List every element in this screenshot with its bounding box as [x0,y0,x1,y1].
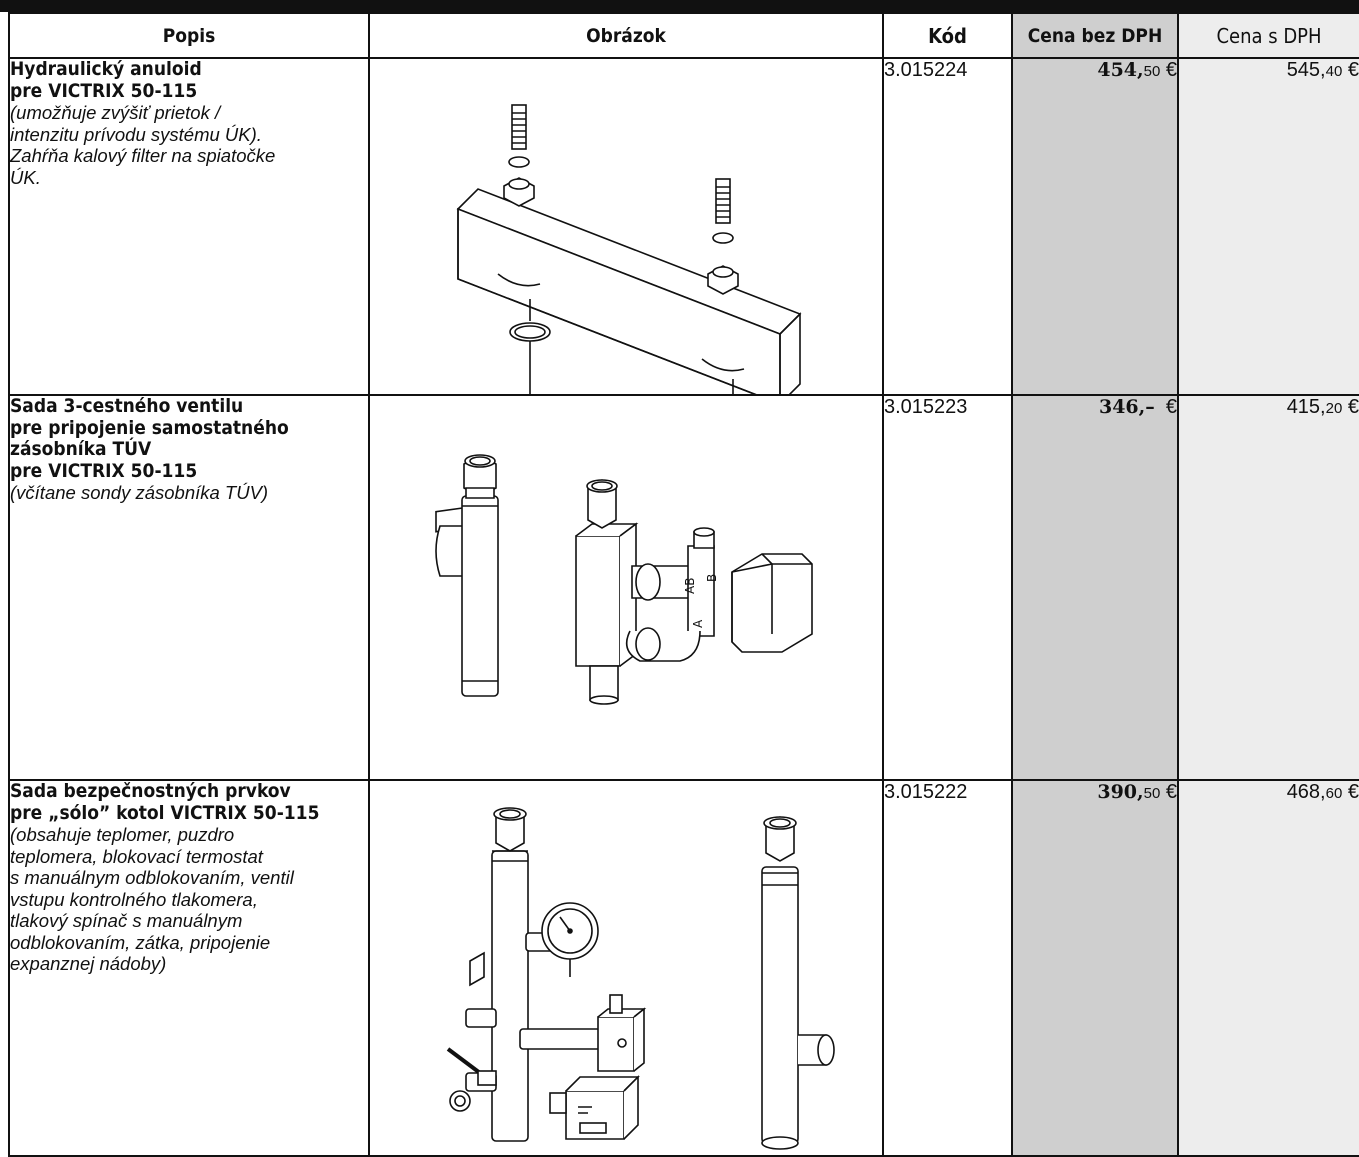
product-note-line: vstupu kontrolného tlakomera, [10,888,258,910]
product-note-line: teplomera, blokovací termostat [10,845,263,867]
price-net: 346,– € [1011,394,1179,781]
product-note-line: odblokovaním, zátka, pripojenie [10,931,271,953]
svg-text:AB: AB [683,578,697,594]
price-gross: 415,20 € [1177,394,1359,781]
header-row: Popis Obrázok Kód Cena bez DPH Cena s DP… [8,12,1359,59]
svg-text:A: A [691,619,705,628]
product-name-line: pre „sólo” kotol VICTRIX 50-115 [10,801,320,824]
hex-fitting [503,177,535,207]
pressure-gauge [541,902,599,977]
product-name-line: Sada 3-cestného ventilu [10,395,244,417]
product-name-line: zásobníka TÚV [10,438,152,460]
description-cell: Sada 3-cestného ventilu pre pripojenie s… [8,394,370,781]
table-row: Hydraulický anuloid pre VICTRIX 50-115 (… [8,57,1359,396]
separator-body [456,188,802,394]
product-note-line: (včítane sondy zásobníka TÚV) [10,482,269,503]
pipe-tee [435,454,499,697]
valve-actuator [731,553,813,653]
threaded-nipple-left [508,104,530,168]
three-way-valve: AB B A [625,527,719,662]
hydraulic-separator-drawing [456,104,802,394]
product-note-line: ÚK. [10,166,41,188]
valve-manifold [575,479,639,705]
description-cell: Sada bezpečnostných prvkov pre „sólo” ko… [8,779,370,1157]
table-row: Sada 3-cestného ventilu pre pripojenie s… [8,394,1359,781]
product-note-line: tlakový spínač s manuálnym [10,910,243,931]
product-name-line: pre VICTRIX 50-115 [10,79,198,102]
price-table: Popis Obrázok Kód Cena bez DPH Cena s DP… [8,12,1359,1157]
table-row: Sada bezpečnostných prvkov pre „sólo” ko… [8,779,1359,1157]
product-code: 3.015222 [882,779,1013,1157]
safety-kit-drawing [446,807,835,1150]
product-note-line: expanznej nádoby) [10,953,167,974]
image-cell [368,779,884,1157]
ball-valve-lever [446,1047,497,1112]
hex-fitting [707,265,739,295]
header-kod: Kód [882,12,1013,59]
product-note-line: Zahŕňa kalový filter na spiatočke [10,145,276,166]
price-net: 454,50 € [1011,57,1179,396]
image-cell [368,57,884,396]
price-gross: 468,60 € [1177,779,1359,1157]
three-way-valve-kit-drawing: AB B A [435,454,813,705]
thermostat-box [549,1075,640,1140]
expansion-pipe [761,816,835,1150]
product-code: 3.015223 [882,394,1013,781]
product-name-line: Hydraulický anuloid [10,58,202,80]
product-code: 3.015224 [882,57,1013,396]
product-name-line: Sada bezpečnostných prvkov [10,780,291,802]
threaded-nipple-right [712,178,734,244]
price-net: 390,50 € [1011,779,1179,1157]
header-cena-bez-dph: Cena bez DPH [1011,12,1179,59]
header-popis: Popis [8,12,370,59]
price-gross: 545,40 € [1177,57,1359,396]
header-cena-s-dph: Cena s DPH [1177,12,1359,59]
header-obrazok: Obrázok [368,12,884,59]
svg-text:B: B [705,574,719,582]
product-note-line: s manuálnym odblokovaním, ventil [10,867,294,888]
image-cell: AB B A [368,394,884,781]
product-name-line: pre pripojenie samostatného [10,416,289,439]
description-cell: Hydraulický anuloid pre VICTRIX 50-115 (… [8,57,370,396]
product-name-line: pre VICTRIX 50-115 [10,459,198,482]
pressure-switch [597,994,647,1072]
product-note-line: intenzitu prívodu systému ÚK). [10,123,262,145]
product-note-line: (umožňuje zvýšiť prietok / [10,102,221,123]
top-border-bar [0,0,1359,12]
product-note-line: (obsahuje teplomer, puzdro [10,824,235,845]
